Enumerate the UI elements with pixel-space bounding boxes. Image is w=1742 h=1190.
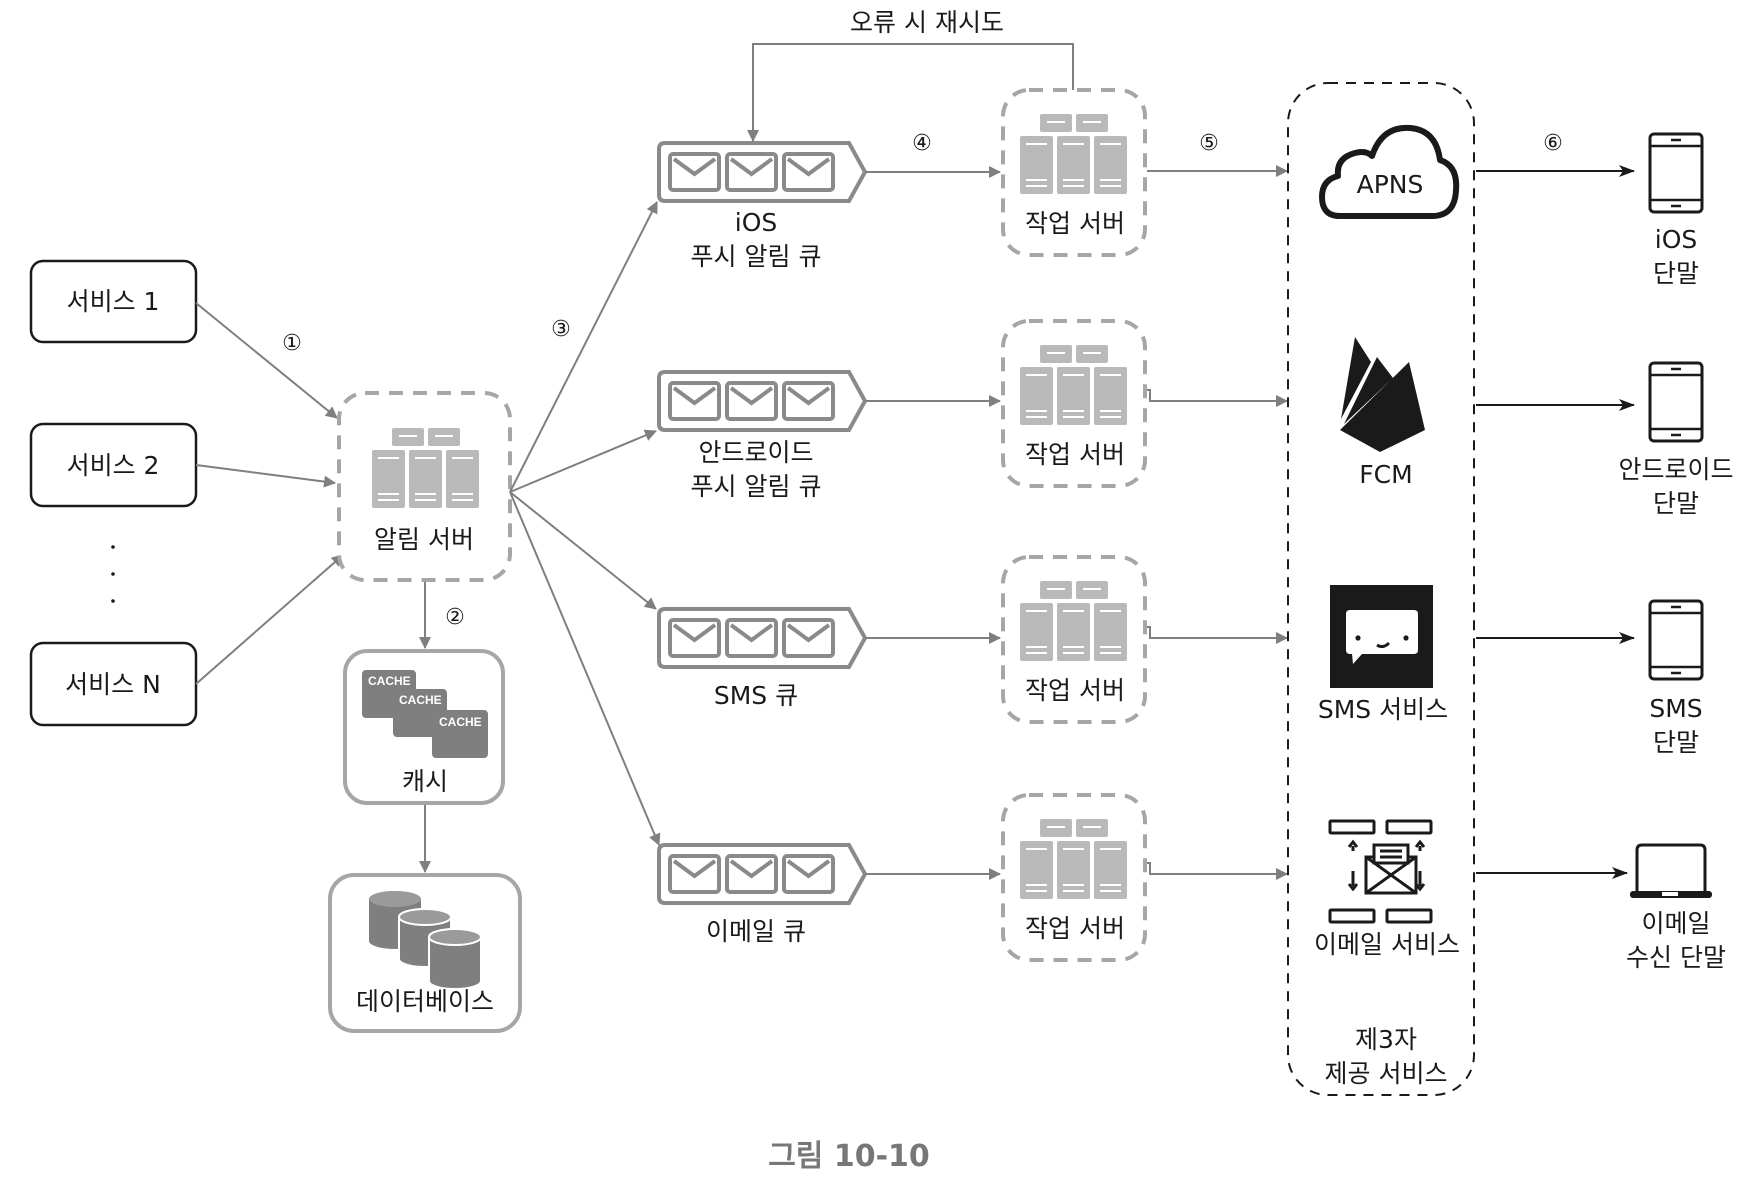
laptop-icon: [1630, 843, 1712, 898]
worker-server-3: 작업 서버: [1001, 555, 1147, 724]
device-email: 이메일 수신 단말: [1626, 843, 1726, 972]
queue-label-line1: 이메일 큐: [706, 917, 806, 946]
svg-text:CACHE: CACHE: [439, 715, 482, 729]
device-label-line1: 안드로이드: [1618, 455, 1733, 484]
database-cylinders-icon: [369, 891, 482, 990]
queue-sms: SMS 큐: [657, 607, 867, 710]
cloud-icon: [1319, 124, 1460, 219]
queue-label-line1: SMS 큐: [714, 681, 798, 710]
cache-box: CACHE CACHE CACHE 캐시: [343, 649, 505, 805]
third-party-label-line1: 제3자: [1355, 1025, 1417, 1054]
device-label-line2: 수신 단말: [1626, 943, 1726, 972]
queue-label-line2: 푸시 알림 큐: [691, 242, 822, 271]
worker-server-2: 작업 서버: [1001, 319, 1147, 488]
worker-server-1: 작업 서버: [1001, 88, 1147, 257]
device-label-line1: 이메일: [1641, 909, 1710, 938]
service-box-1: 서비스 1: [29, 259, 198, 344]
edge-server-to-email-queue: [509, 491, 661, 846]
firebase-icon: [1340, 337, 1425, 452]
message-queue-icon: [657, 843, 867, 905]
phone-icon: [1648, 361, 1704, 443]
message-queue-icon: [657, 607, 867, 669]
queue-email: 이메일 큐: [657, 843, 867, 946]
step-label-1: ①: [282, 331, 302, 356]
database-label: 데이터베이스: [356, 987, 494, 1016]
edge-serviceN-to-server: [195, 554, 344, 685]
svg-text:CACHE: CACHE: [368, 674, 411, 688]
chat-bubble-icon: [1330, 585, 1433, 688]
phone-icon: [1648, 132, 1704, 214]
device-label-line2: 단말: [1653, 728, 1699, 757]
provider-email: 이메일 서비스: [1314, 819, 1460, 959]
queue-label-line2: 푸시 알림 큐: [691, 472, 822, 501]
cache-label: 캐시: [402, 767, 448, 796]
provider-sms: SMS 서비스: [1318, 585, 1448, 724]
device-label-line1: iOS: [1655, 225, 1698, 254]
worker-label: 작업 서버: [1025, 914, 1125, 943]
step-label-4: ④: [912, 131, 932, 156]
svg-text:CACHE: CACHE: [399, 693, 442, 707]
worker-label: 작업 서버: [1025, 209, 1125, 238]
worker-server-4: 작업 서버: [1001, 793, 1147, 962]
third-party-services-group: APNS FCM SMS 서비스: [1287, 82, 1475, 1096]
edge-worker3-to-sms: [1147, 626, 1288, 644]
phone-icon: [1648, 599, 1704, 681]
service-label: 서비스 N: [65, 670, 161, 699]
figure-caption: 그림 10-10: [768, 1139, 930, 1174]
edge-retry-loop: [747, 43, 1074, 142]
message-queue-icon: [657, 370, 867, 432]
device-label-line1: SMS: [1649, 694, 1702, 723]
worker-label: 작업 서버: [1025, 676, 1125, 705]
queue-label-line1: iOS: [735, 208, 778, 237]
edge-service1-to-server: [195, 302, 338, 419]
device-label-line2: 단말: [1653, 259, 1699, 288]
edge-worker4-to-email: [1147, 862, 1288, 880]
provider-label: SMS 서비스: [1318, 695, 1448, 724]
service-box-2: 서비스 2: [29, 422, 198, 508]
email-service-icon: [1328, 819, 1433, 924]
message-queue-icon: [657, 141, 867, 203]
device-label-line2: 단말: [1653, 489, 1699, 518]
service-label: 서비스 2: [67, 451, 160, 480]
step-label-2: ②: [445, 605, 465, 630]
edge-server-to-ios-queue: [509, 201, 658, 493]
device-android: 안드로이드 단말: [1618, 361, 1734, 518]
retry-label: 오류 시 재시도: [850, 8, 1004, 37]
queue-android: 안드로이드 푸시 알림 큐: [657, 370, 867, 501]
provider-label: APNS: [1357, 170, 1424, 199]
edge-server-to-android-queue: [509, 429, 657, 493]
step-label-5: ⑤: [1199, 131, 1219, 156]
edge-worker2-to-fcm: [1147, 389, 1288, 407]
provider-fcm: FCM: [1340, 337, 1425, 489]
queue-label-line1: 안드로이드: [698, 438, 813, 467]
step-label-3: ③: [551, 317, 571, 342]
step-label-6: ⑥: [1543, 131, 1563, 156]
edge-server-to-sms-queue: [509, 491, 657, 610]
queue-ios: iOS 푸시 알림 큐: [657, 141, 867, 271]
service-box-n: 서비스 N: [29, 641, 198, 727]
notification-server-label: 알림 서버: [374, 525, 474, 554]
third-party-label-line2: 제공 서비스: [1325, 1059, 1448, 1088]
cache-stack-icon: CACHE CACHE CACHE: [362, 670, 488, 758]
service-label: 서비스 1: [67, 287, 160, 316]
service-ellipsis: [111, 545, 115, 603]
provider-label: FCM: [1359, 460, 1412, 489]
provider-label: 이메일 서비스: [1314, 930, 1460, 959]
worker-label: 작업 서버: [1025, 440, 1125, 469]
edge-service2-to-server: [195, 464, 336, 488]
device-sms: SMS 단말: [1648, 599, 1704, 757]
device-ios: iOS 단말: [1648, 132, 1704, 288]
database-box: 데이터베이스: [328, 873, 522, 1033]
notification-server: 알림 서버: [337, 391, 512, 582]
provider-apns: APNS: [1319, 124, 1460, 219]
